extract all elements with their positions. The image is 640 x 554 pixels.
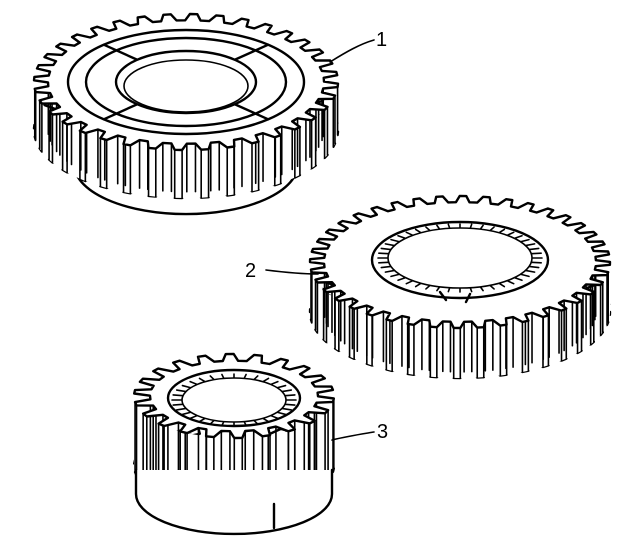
callout-1: 1 xyxy=(329,29,387,63)
gear-2-spline-root xyxy=(387,227,533,289)
gear-2-spline xyxy=(513,234,523,240)
gear-3-spline xyxy=(172,403,184,406)
gear-2-spline xyxy=(397,234,407,240)
gear-2-spline xyxy=(524,243,536,247)
gear-2-spline xyxy=(390,238,401,243)
gear-2-spline xyxy=(378,252,390,255)
gear-3 xyxy=(133,352,335,536)
gear-2-spline xyxy=(405,231,414,237)
gear-3-lower-band xyxy=(134,468,334,536)
gear-2-spline xyxy=(528,265,540,269)
gear-3-spline xyxy=(284,403,296,406)
gear-2-spline xyxy=(390,273,401,278)
callout-2-label: 2 xyxy=(245,260,256,282)
gear-3-spline xyxy=(284,394,296,397)
callout-1-leader xyxy=(329,39,375,63)
callout-1-label: 1 xyxy=(376,29,387,51)
gear-3-spline xyxy=(175,407,187,411)
gear-3-spline xyxy=(189,380,199,386)
gear-3-spline xyxy=(276,411,287,416)
gear-2-spline xyxy=(378,261,390,264)
gear-1-pad-divider xyxy=(233,43,270,61)
gear-2-spline xyxy=(380,247,392,251)
gear-2-spline xyxy=(524,269,536,273)
gear-3-spline xyxy=(281,389,293,393)
gear-side-fill xyxy=(310,262,610,378)
gear-2-spline xyxy=(506,231,515,237)
gear-2-spline xyxy=(530,261,542,264)
gear-3-spline xyxy=(276,384,287,389)
gear-1-pad-divider xyxy=(233,103,270,121)
gear-3-spline xyxy=(175,389,187,393)
gear-3-spline xyxy=(269,380,279,386)
gear-2-spline xyxy=(528,247,540,251)
gear-3-spline xyxy=(172,394,184,397)
gear-3-spline xyxy=(181,411,192,416)
gear-1-pad-divider xyxy=(102,103,139,121)
gear-2-ring-gap xyxy=(438,290,472,304)
gear-2-spline xyxy=(519,273,530,278)
gear-3-spline xyxy=(281,407,293,411)
callout-3: 3 xyxy=(331,421,388,443)
callout-2: 2 xyxy=(245,260,319,282)
gear-2-spline xyxy=(380,265,392,269)
gear-2-spline xyxy=(405,279,414,285)
gear-3-spline xyxy=(189,414,199,420)
gear-2-spline xyxy=(397,276,407,282)
callout-3-label: 3 xyxy=(377,421,388,443)
callout-3-leader xyxy=(331,431,375,441)
gear-1 xyxy=(32,12,340,216)
gear-3-spline xyxy=(181,384,192,389)
gear-side-fill xyxy=(34,82,338,198)
gear-2-spline xyxy=(530,252,542,255)
gear-1-bore-inner xyxy=(123,59,249,113)
gear-2-spline xyxy=(384,269,396,273)
gear-3-spline xyxy=(269,414,279,420)
callout-2-leader xyxy=(265,269,319,275)
gear-2-spline xyxy=(513,276,523,282)
gear-2-spline xyxy=(506,279,515,285)
gear-1-pad-divider xyxy=(102,43,139,61)
gear-2 xyxy=(308,194,612,380)
gear-2-spline xyxy=(519,238,530,243)
gear-3-spline-root xyxy=(181,377,287,423)
gear-2-spline xyxy=(384,243,396,247)
